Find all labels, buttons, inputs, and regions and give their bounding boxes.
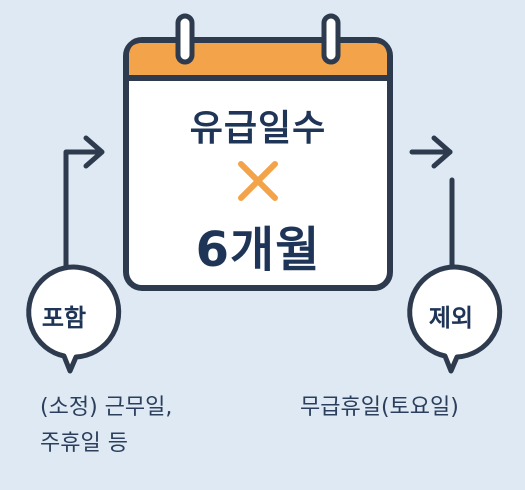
include-detail: (소정) 근무일, 주휴일 등 (40, 390, 172, 462)
include-detail-line2: 주휴일 등 (40, 431, 128, 456)
six-months-label: 6개월 (195, 222, 321, 278)
exclude-label: 제외 (428, 304, 474, 332)
include-label: 포함 (41, 304, 87, 332)
include-detail-line1: (소정) 근무일, (40, 395, 173, 420)
exclude-detail: 무급휴일(토요일) (300, 390, 459, 426)
exclude-bubble (407, 264, 503, 374)
calendar-icon (123, 13, 393, 291)
exclude-detail-line1: 무급휴일(토요일) (300, 395, 459, 420)
right-arrow (409, 135, 455, 271)
calendar-ring-left (175, 13, 195, 65)
x-mark-icon (238, 161, 278, 201)
include-bubble (26, 264, 122, 374)
calendar-ring-right (321, 13, 341, 65)
left-arrow (63, 135, 105, 273)
paid-days-label: 유급일수 (189, 108, 327, 149)
